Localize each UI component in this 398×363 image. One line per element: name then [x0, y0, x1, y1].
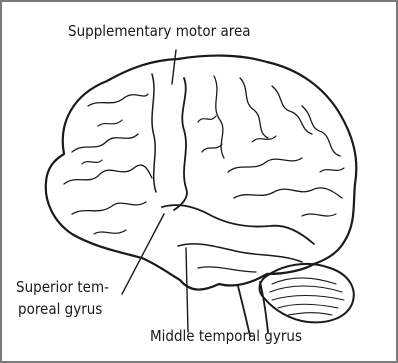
lateral-fissure [162, 205, 314, 244]
cerebellum-outline [260, 264, 354, 322]
label-middle-temporal-gyrus: Middle temporal gyrus [150, 327, 302, 346]
precentral-sulcus [152, 74, 156, 192]
central-sulcus [174, 78, 187, 210]
inferior-temporal-sulcus [198, 267, 256, 272]
label-superior-temporal-gyrus-line1: Superior tem- [16, 278, 109, 297]
leader-middle-temporal-gyrus [186, 248, 188, 332]
label-superior-temporal-gyrus-line2: poreal gyrus [18, 300, 102, 319]
superior-temporal-sulcus [178, 244, 302, 262]
brain-outline [46, 56, 357, 290]
label-supplementary-motor-area: Supplementary motor area [68, 22, 251, 41]
leader-supplementary-motor-area [172, 50, 176, 84]
